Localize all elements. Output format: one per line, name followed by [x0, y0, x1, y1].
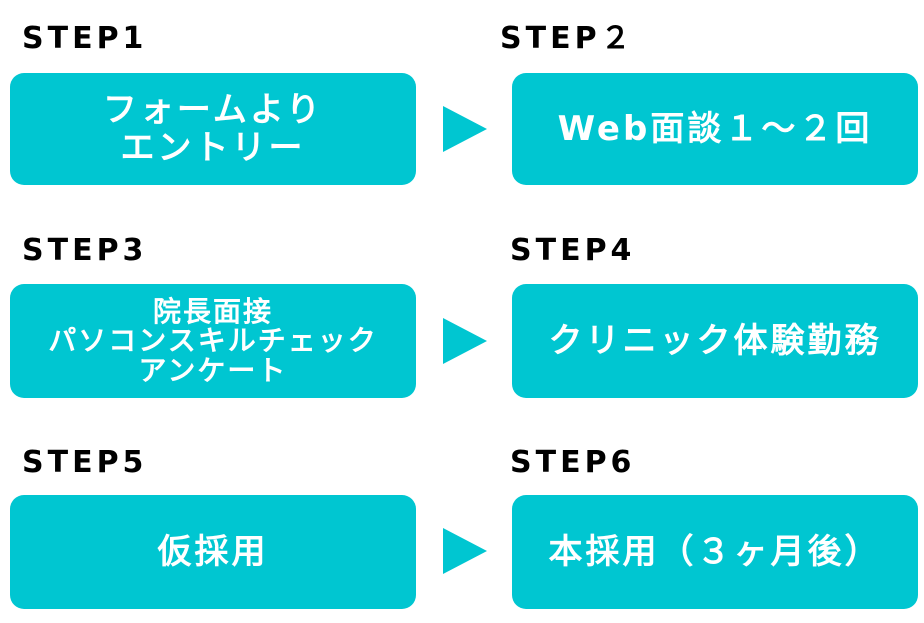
step3-label: STEP3: [22, 233, 148, 268]
step3-text-line1: 院長面接: [152, 295, 273, 329]
step5-box: 仮採用: [10, 495, 416, 609]
step6-box: 本採用（３ヶ月後）: [512, 495, 918, 609]
step4-text-line1: クリニック体験勤務: [548, 320, 882, 361]
step3-box: 院長面接 パソコンスキルチェック アンケート: [10, 284, 416, 398]
step1-text-line2: エントリー: [120, 128, 306, 168]
step5-label: STEP5: [22, 445, 148, 480]
step6-label: STEP6: [510, 445, 636, 480]
step3-text-line3: アンケート: [138, 353, 288, 387]
step1-label: STEP1: [22, 21, 148, 56]
step4-label: STEP4: [510, 233, 636, 268]
arrow-right-icon: [443, 106, 487, 152]
step5-text-line1: 仮採用: [157, 531, 269, 572]
step4-box: クリニック体験勤務: [512, 284, 918, 398]
step1-box: フォームより エントリー: [10, 73, 416, 185]
arrow-right-icon: [443, 528, 487, 574]
step2-label: STEP２: [500, 21, 635, 56]
step1-text-line1: フォームより: [102, 89, 324, 130]
step2-text-line1: Web面談１～２回: [557, 108, 873, 149]
step6-text-line1: 本採用（３ヶ月後）: [548, 531, 882, 572]
arrow-right-icon: [443, 318, 487, 364]
step2-box: Web面談１～２回: [512, 73, 918, 185]
step3-text-line2: パソコンスキルチェック: [48, 324, 378, 358]
